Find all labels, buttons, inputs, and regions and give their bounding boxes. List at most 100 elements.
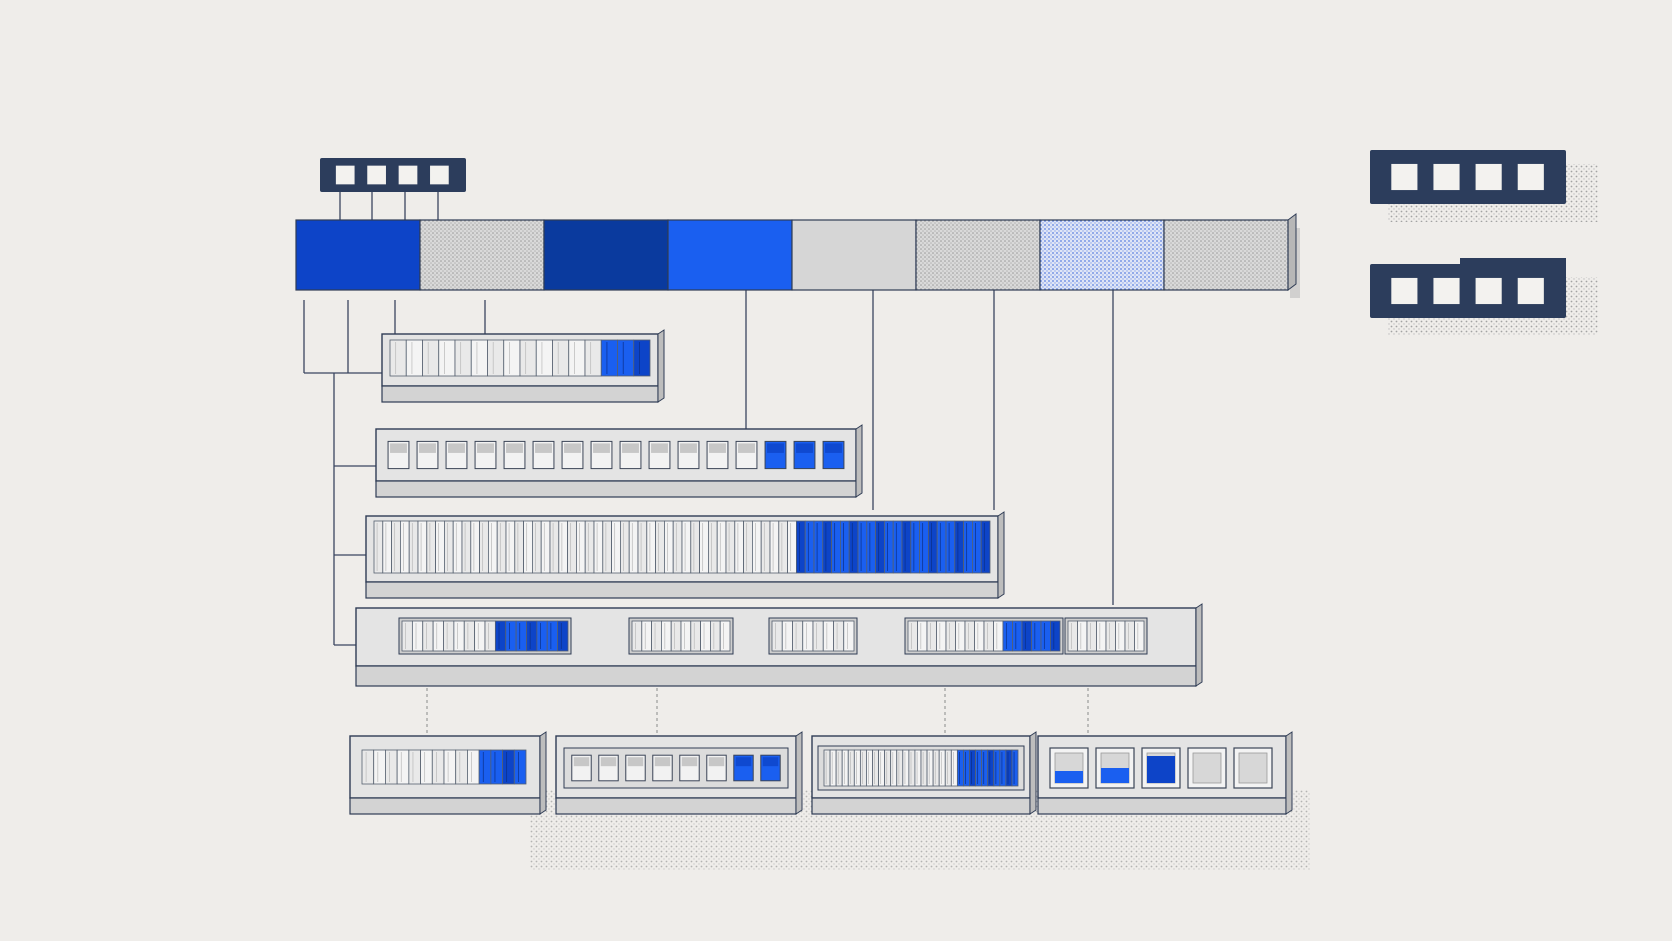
bottom-3-slats-slat [866, 749, 873, 787]
bottom-3-slats-slat [938, 749, 946, 787]
tier-3-slats [373, 520, 991, 574]
bottom-3-slats-slat [902, 749, 910, 787]
tier-3-slats-slat [408, 520, 419, 574]
tier-4-group-slats-slat [1105, 620, 1116, 652]
tier-4-group-slats-slat [422, 620, 434, 652]
tier-1-slats-slat [422, 339, 440, 377]
tier-4-group-slats [401, 620, 569, 652]
bottom-3-slats [823, 749, 1019, 787]
badge-tab [1460, 258, 1566, 266]
tier-4-group-slats-slat [631, 620, 643, 652]
bottom-3-slats-slat [956, 749, 964, 787]
tier-1-slats-slat [503, 339, 521, 377]
bar-segment [295, 219, 421, 291]
bottom-4-cell-inner [1238, 752, 1268, 784]
tier-3-slats-slat [980, 520, 991, 574]
tier-3-slats-slat [382, 520, 392, 574]
bottom-2-tray-front [555, 797, 797, 815]
bottom-4-cell-fill [1147, 756, 1175, 783]
bottom-4-cells [1049, 747, 1273, 789]
tier-3-slats-slat [752, 520, 762, 574]
bottom-2-boxes-cell-inner [600, 757, 617, 767]
tier-3-slats-slat [461, 520, 472, 574]
bottom-3-slats-slat [908, 749, 916, 787]
tier-4-group-slats-slat [710, 620, 721, 652]
tier-4-group-slats-slat [1077, 620, 1088, 652]
bottom-1-tray-side [539, 731, 547, 815]
bottom-2-boxes-cell-inner [681, 757, 698, 767]
bottom-1-slats-slat [385, 749, 398, 785]
bottom-1-slats-slat [490, 749, 503, 785]
bottom-3-slats-slat [884, 749, 892, 787]
tier-1-slats-slat [454, 339, 472, 377]
bottom-1-slats-slat [513, 749, 527, 785]
bottom-1-slats-slat [478, 749, 492, 785]
tier-4-group-slats-slat [453, 620, 465, 652]
bottom-4-tray-side [1285, 731, 1293, 815]
tier-3-slats-slat [426, 520, 436, 574]
tier-3-slats-slat [954, 520, 964, 574]
tier-3-slats-slat [637, 520, 648, 574]
bar-segment [543, 219, 669, 291]
bar-segment [791, 219, 917, 291]
tier-4-group-slats-slat [1002, 620, 1013, 652]
bottom-1-slats-slat [455, 749, 468, 785]
tier-4-group-slats-slat [812, 620, 824, 652]
tier-2-boxes-cell-inner [564, 443, 581, 453]
bottom-1-slats-slat [361, 749, 375, 785]
tier-3-slats-slat [540, 520, 551, 574]
tier-4-group-slats [1067, 620, 1145, 652]
tier-4-group-slats-slat [1096, 620, 1107, 652]
tier-1-tray-front [381, 385, 659, 403]
bottom-1-slats-slat [431, 749, 445, 785]
bottom-3-slats-slat [987, 749, 995, 787]
tier-3-slats-slat [936, 520, 947, 574]
tier-3-tray-front [365, 581, 999, 599]
bottom-3-slats-slat [926, 749, 934, 787]
tier-3-slats-slat [487, 520, 498, 574]
tier-1-slats-slat [617, 339, 635, 377]
bottom-3-slats-slat [932, 749, 940, 787]
tier-3-slats-slat [822, 520, 832, 574]
small-badge-body [320, 158, 466, 192]
tier-4-group-slats-slat [1124, 620, 1135, 652]
tier-3-slats-slat [602, 520, 612, 574]
tier-4-group-slats-slat [474, 620, 486, 652]
tier-4-group-slats-slat [494, 620, 507, 652]
tier-4-group-slats-slat [1115, 620, 1126, 652]
tier-1-slats-slat [568, 339, 586, 377]
tier-4-group-slats-slat [993, 620, 1004, 652]
tier-3-slats-slat [690, 520, 700, 574]
tier-3-slats-slat [611, 520, 621, 574]
tier-3-slats-slat [584, 520, 595, 574]
tier-3-slats-slat [848, 520, 859, 574]
bottom-2-frame [563, 747, 789, 789]
tier-2-boxes-cell-inner [709, 443, 726, 453]
tier-3-slats-slat [417, 520, 428, 574]
tier-4-group-slats-slat [680, 620, 692, 652]
bottom-3-slats-slat [823, 749, 831, 787]
tier-4-group-slats-slat [557, 620, 569, 652]
tier-4-group-slats-slat [964, 620, 975, 652]
tier-4-group-slats-slat [641, 620, 652, 652]
tier-2-boxes-cell-inner [419, 443, 436, 453]
tier-4-group-slats-slat [1021, 620, 1032, 652]
tier-3-slats-slat [725, 520, 736, 574]
tier-3-slats-slat [620, 520, 630, 574]
small-badge [320, 158, 466, 192]
tier-2-boxes-cell-inner [477, 443, 494, 453]
tier-4-group-slats-slat [526, 620, 538, 652]
bottom-3-slats-slat [872, 749, 879, 787]
tier-3-slats-slat [866, 520, 876, 574]
tier-1-slats-slat [552, 339, 570, 377]
bottom-3-slats-slat [914, 749, 922, 787]
tier-3-slats-slat [796, 520, 806, 574]
tier-4-group-slats-slat [1067, 620, 1078, 652]
tier-2-boxes-cell-inner [448, 443, 465, 453]
tier-4-group-slats-slat [917, 620, 928, 652]
tier-4-tray-side [1195, 603, 1203, 687]
tier-2-boxes-cell-inner [651, 443, 668, 453]
tier-4-group-slats-slat [661, 620, 672, 652]
tier-4-group-slats [771, 620, 855, 652]
tier-3-slats-slat [399, 520, 410, 574]
